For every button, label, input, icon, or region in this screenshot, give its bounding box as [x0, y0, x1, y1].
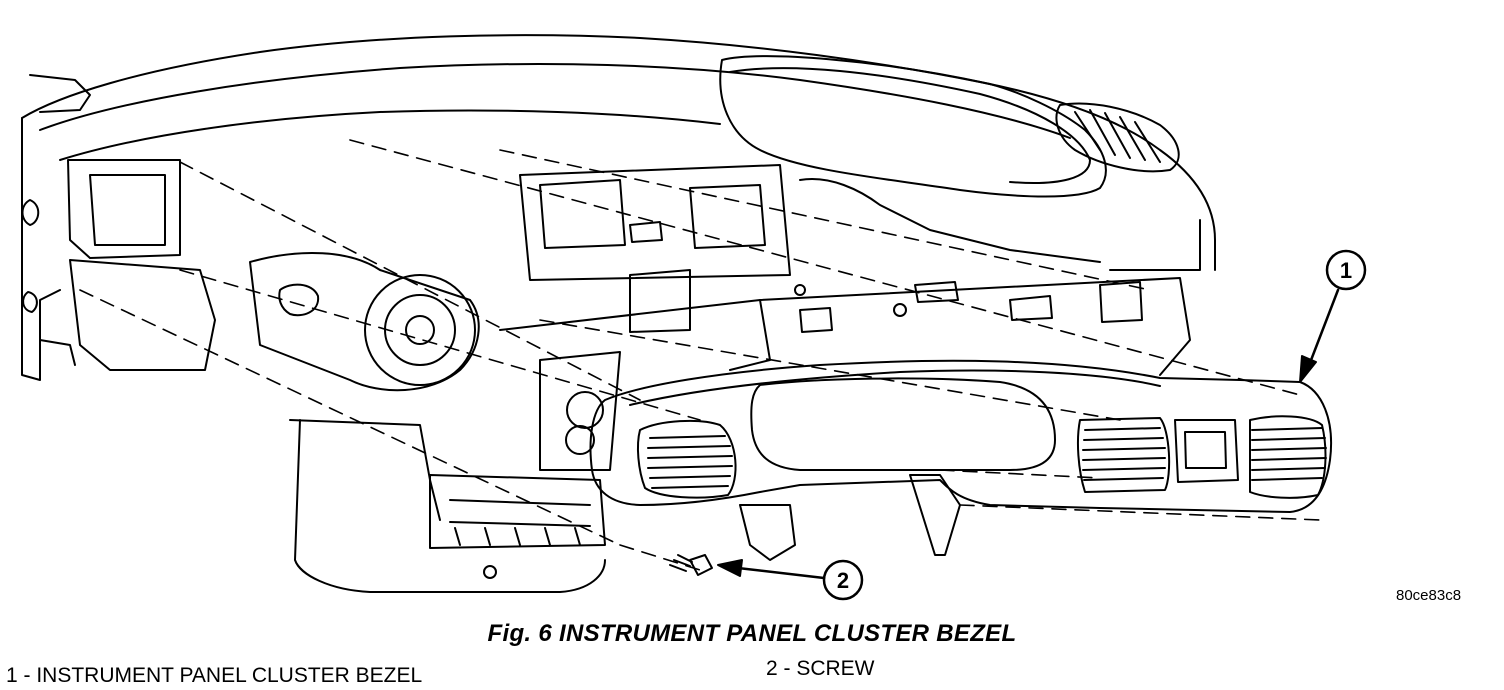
alignment-lines	[79, 139, 1321, 571]
callout-1-label: 1	[1340, 258, 1352, 283]
callout-1	[1299, 249, 1367, 383]
legend-item-2: 2 - SCREW	[766, 657, 875, 680]
dashboard-top-cover	[21, 34, 1216, 271]
callout-2-label: 2	[837, 568, 849, 593]
side-air-vent	[1055, 102, 1180, 173]
steering-column	[249, 251, 606, 593]
center-stack-cavity	[519, 164, 791, 471]
cluster-bezel	[589, 359, 1332, 561]
left-panel-structure	[21, 74, 216, 381]
instrument-panel-diagram: 1 2	[21, 34, 1367, 601]
callout-2	[717, 559, 864, 601]
legend-item-1: 1 - INSTRUMENT PANEL CLUSTER BEZEL	[6, 664, 423, 687]
screw	[669, 554, 713, 576]
figure-title: Fig. 6 INSTRUMENT PANEL CLUSTER BEZEL	[487, 620, 1017, 647]
figure-reference-code: 80ce83c8	[1396, 587, 1462, 604]
lower-dash-structure	[499, 277, 1191, 376]
